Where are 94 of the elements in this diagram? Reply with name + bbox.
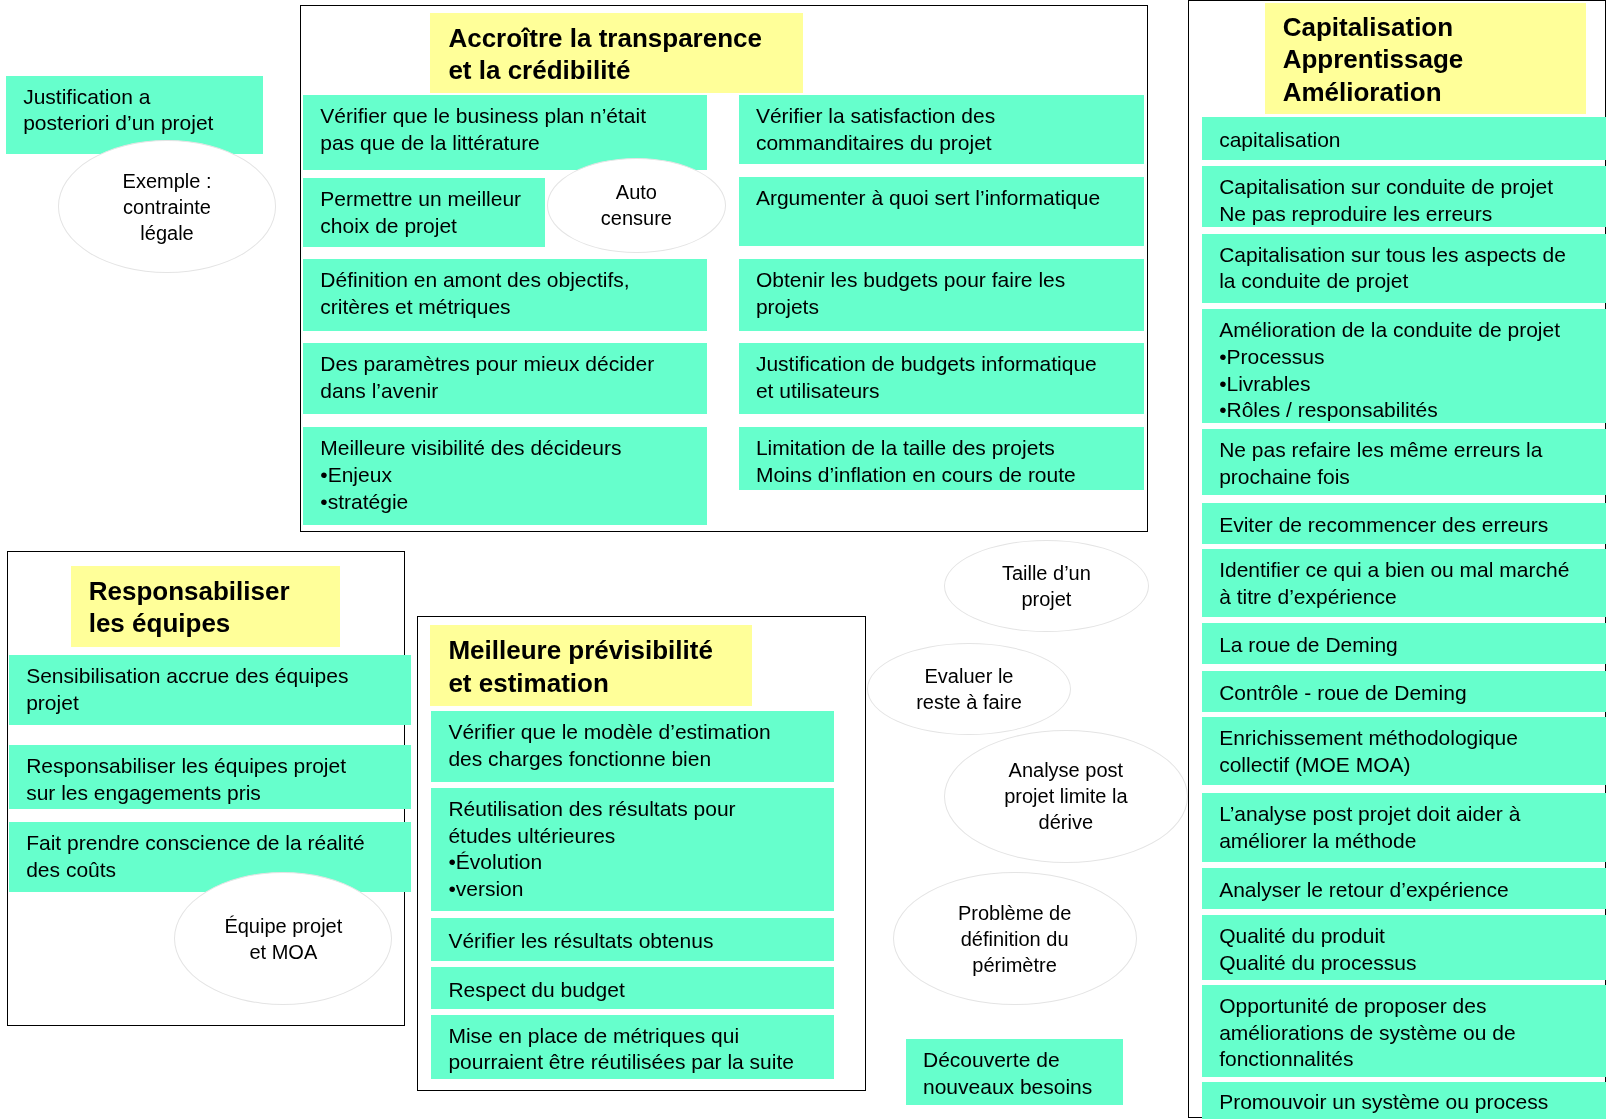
note-text: Evaluer le reste à faire xyxy=(915,663,1023,715)
box-text: Identifier ce qui a bien ou mal marché à titre d’expérience xyxy=(1219,557,1571,610)
text-box xyxy=(303,259,708,331)
box-text: Fait prendre conscience de la réalité des coûts xyxy=(26,829,366,883)
box-text: Découverte de nouveaux besoins xyxy=(923,1047,1094,1100)
text-box xyxy=(1202,116,1606,160)
text-box xyxy=(1202,671,1606,713)
box-text: Ne pas refaire les même erreurs la prochaine fois xyxy=(1219,437,1544,491)
box-text: La roue de Deming xyxy=(1219,632,1399,659)
text-box xyxy=(9,821,411,892)
text-box xyxy=(431,918,835,962)
note-text: Problème de définition du périmètre xyxy=(956,900,1073,978)
group-frame xyxy=(417,615,866,1092)
text-box xyxy=(431,1014,835,1080)
group-title: Responsabiliser les équipes xyxy=(70,565,341,647)
box-text: •Processus xyxy=(1219,344,1326,371)
text-box xyxy=(1202,868,1606,909)
text-box xyxy=(431,967,835,1010)
text-box xyxy=(906,1039,1124,1105)
box-text: Vérifier que le business plan n’était pas que de la littérature xyxy=(320,103,648,156)
box-text: L’analyse post projet doit aider à améliorer la méthode xyxy=(1219,801,1522,854)
text-box xyxy=(738,427,1144,490)
box-text: •Rôles / responsabilités xyxy=(1219,397,1439,424)
box-text: Justification a posteriori d’un projet xyxy=(23,83,215,137)
text-box xyxy=(738,343,1144,414)
group-frame xyxy=(1187,0,1606,1119)
text-box xyxy=(1202,915,1606,980)
box-text: Justification de budgets informatique et utilisateurs xyxy=(755,351,1098,404)
box-text: Capitalisation sur conduite de projet xyxy=(1219,174,1554,200)
box-text: Respect du budget xyxy=(448,977,626,1004)
box-text: Obtenir les budgets pour faire les projets xyxy=(755,267,1067,320)
text-box xyxy=(1202,233,1606,304)
box-text: Enrichissement méthodologique collectif (MOE MOA) xyxy=(1219,725,1519,779)
box-text: •Enjeux xyxy=(320,462,393,488)
box-text: Contrôle - roue de Deming xyxy=(1219,680,1468,707)
box-text: Réutilisation des résultats pour études ultérieures xyxy=(448,796,737,849)
text-box xyxy=(303,427,708,525)
text-box xyxy=(1202,429,1606,495)
text-box xyxy=(303,95,708,171)
text-box xyxy=(1202,793,1606,862)
group-title: Meilleure prévisibilité et estimation xyxy=(430,625,753,707)
text-box xyxy=(1202,717,1606,785)
group-frame xyxy=(300,5,1148,532)
box-text: Capitalisation sur tous les aspects de la conduite de projet xyxy=(1219,241,1567,295)
box-text: Analyser le retour d’expérience xyxy=(1219,877,1510,904)
text-box xyxy=(1202,549,1606,617)
text-box xyxy=(303,178,546,247)
text-box xyxy=(303,343,708,414)
box-text: Qualité du processus xyxy=(1219,949,1418,976)
box-text: Moins d’inflation en cours de route xyxy=(755,462,1077,488)
box-text: •stratégie xyxy=(320,488,410,515)
note-text: Exemple : contrainte légale xyxy=(121,168,213,246)
text-box xyxy=(1202,309,1606,424)
box-text: Vérifier la satisfaction des commanditaires du projet xyxy=(755,103,997,156)
text-box xyxy=(738,177,1144,246)
text-box xyxy=(9,654,411,725)
group-title: Accroître la transparence et la crédibilité xyxy=(430,13,804,94)
box-text: Responsabiliser les équipes projet sur les engagements pris xyxy=(26,753,348,806)
box-text: Vérifier que le modèle d’estimation des charges fonctionne bien xyxy=(448,719,772,772)
text-box xyxy=(1202,1082,1606,1119)
text-box xyxy=(9,745,411,809)
text-box xyxy=(1202,166,1606,228)
text-box xyxy=(1202,984,1606,1078)
box-text: •Livrables xyxy=(1219,370,1312,397)
box-text: Définition en amont des objectifs, critères et métriques xyxy=(320,267,631,320)
box-text: Eviter de recommencer des erreurs xyxy=(1219,512,1550,539)
box-text: Des paramètres pour mieux décider dans l’avenir xyxy=(320,351,656,404)
group-title: Capitalisation Apprentissage Amélioration xyxy=(1264,3,1587,114)
text-box xyxy=(431,711,835,782)
note-text: Taille d’un projet xyxy=(1000,561,1092,613)
box-text: capitalisation xyxy=(1219,127,1342,153)
box-text: Argumenter à quoi sert l’informatique xyxy=(755,185,1102,212)
box-text: Amélioration de la conduite de projet xyxy=(1219,317,1561,344)
note-text: Auto censure xyxy=(599,180,673,232)
box-text: Promouvoir un système ou process xyxy=(1219,1089,1550,1116)
box-text: Permettre un meilleur choix de projet xyxy=(320,186,523,239)
text-box xyxy=(6,75,264,154)
note-text: Analyse post projet limite la dérive xyxy=(1003,758,1129,836)
box-text: Qualité du produit xyxy=(1219,923,1386,950)
text-box xyxy=(1202,623,1606,665)
box-text: Vérifier les résultats obtenus xyxy=(448,928,715,955)
box-text: •Évolution xyxy=(448,849,544,876)
text-box xyxy=(738,259,1144,331)
note-text: Équipe projet et MOA xyxy=(223,913,344,965)
box-text: Mise en place de métriques qui pourraient être réutilisées par la suite xyxy=(448,1022,795,1076)
box-text: Sensibilisation accrue des équipes projet xyxy=(26,662,350,716)
text-box xyxy=(1202,503,1606,545)
box-text: Meilleure visibilité des décideurs xyxy=(320,435,623,462)
text-box xyxy=(431,788,835,912)
box-text: Limitation de la taille des projets xyxy=(755,435,1056,462)
box-text: Opportunité de proposer des améliorations de système ou de fonctionnalités xyxy=(1219,992,1517,1073)
box-text: Ne pas reproduire les erreurs xyxy=(1219,200,1494,227)
box-text: •version xyxy=(448,876,525,903)
text-box xyxy=(738,95,1144,164)
